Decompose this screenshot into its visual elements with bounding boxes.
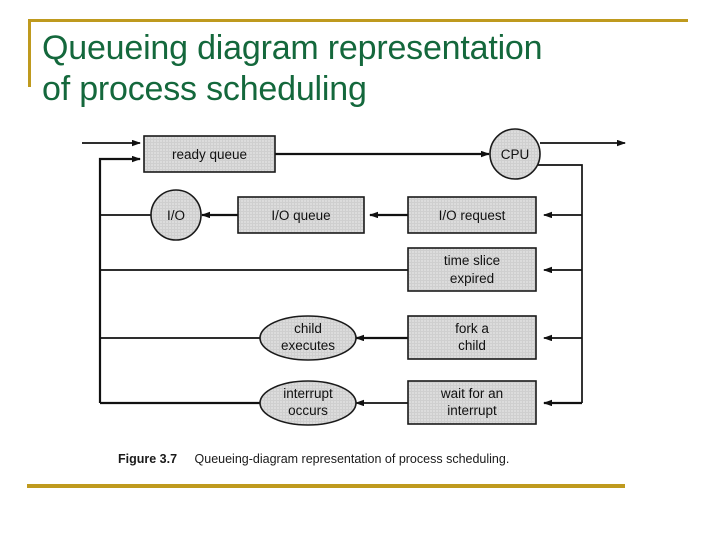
node-child-executes-label-line2: executes — [281, 338, 335, 353]
node-child-executes[interactable]: child executes — [259, 315, 357, 361]
node-ready-queue-label: ready queue — [172, 147, 247, 162]
edge-left-bus-to-ready-queue — [98, 155, 141, 403]
node-ready-queue[interactable]: ready queue — [143, 135, 276, 173]
node-child-executes-label-line1: child — [294, 321, 322, 336]
node-wait-for-an-interrupt-label-line1: wait for an — [440, 386, 503, 401]
figure-caption: Figure 3.7 Queueing-diagram representati… — [118, 452, 509, 466]
node-interrupt-occurs-label-line1: interrupt — [283, 386, 333, 401]
node-wait-for-an-interrupt[interactable]: wait for an interrupt — [407, 380, 537, 425]
page-title: Queueing diagram representation of proce… — [42, 29, 543, 109]
node-cpu-label: CPU — [501, 147, 530, 162]
title-rule-top — [28, 19, 688, 22]
connector-lines — [82, 139, 626, 407]
node-io-queue[interactable]: I/O queue — [237, 196, 365, 234]
node-time-slice-expired[interactable]: time slice expired — [407, 247, 537, 292]
node-cpu[interactable]: CPU — [489, 128, 541, 180]
node-io-request[interactable]: I/O request — [407, 196, 537, 234]
node-time-slice-expired-label-line1: time slice — [444, 253, 500, 268]
node-fork-a-child[interactable]: fork a child — [407, 315, 537, 360]
figure-label: Figure 3.7 — [118, 452, 178, 466]
figure-caption-text: Queueing-diagram representation of proce… — [194, 452, 510, 466]
node-io-request-label: I/O request — [439, 208, 506, 223]
node-io-label: I/O — [167, 208, 185, 223]
node-io[interactable]: I/O — [150, 189, 202, 241]
title-rule-left — [28, 19, 31, 87]
node-fork-a-child-label-line1: fork a — [455, 321, 489, 336]
diagram-canvas: ready queue CPU I/O I/O queue I/O reques… — [82, 128, 626, 426]
footer-rule — [27, 484, 625, 488]
node-io-queue-label: I/O queue — [271, 208, 330, 223]
node-time-slice-expired-label-line2: expired — [450, 271, 494, 286]
node-fork-a-child-label-line2: child — [458, 338, 486, 353]
node-interrupt-occurs-label-line2: occurs — [288, 403, 328, 418]
queueing-diagram: ready queue CPU I/O I/O queue I/O reques… — [0, 118, 720, 478]
node-interrupt-occurs[interactable]: interrupt occurs — [259, 380, 357, 426]
node-wait-for-an-interrupt-label-line2: interrupt — [447, 403, 497, 418]
edge-cpu-right-bus — [537, 164, 583, 403]
